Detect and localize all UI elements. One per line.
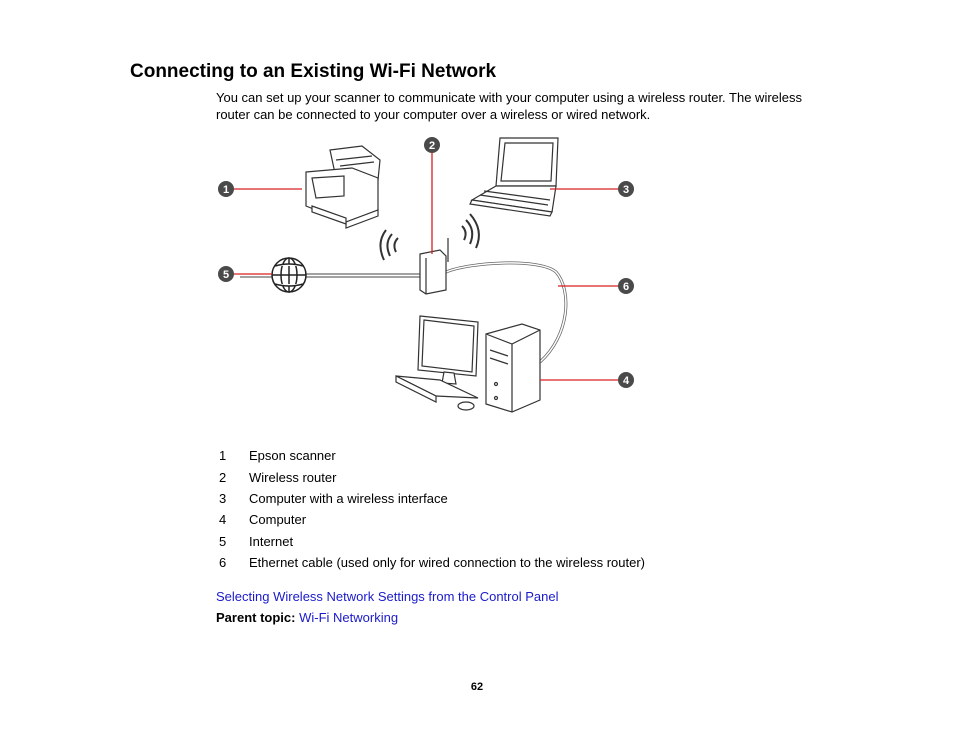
legend-label: Computer — [249, 512, 307, 527]
callout-2: 2 — [424, 137, 440, 153]
router-illustration — [419, 238, 449, 295]
callout-lines — [234, 153, 618, 381]
legend-label: Computer with a wireless interface — [249, 491, 448, 506]
callout-5: 5 — [218, 266, 234, 282]
wifi-waves-left — [379, 229, 399, 261]
callout-3: 3 — [618, 181, 634, 197]
svg-text:2: 2 — [429, 140, 435, 152]
parent-topic-link[interactable]: Wi-Fi Networking — [299, 610, 399, 625]
related-topic: Selecting Wireless Network Settings from… — [216, 589, 558, 604]
legend-number: 1 — [219, 448, 227, 463]
scanner-illustration — [305, 145, 381, 229]
parent-topic: Parent topic: Wi-Fi Networking — [216, 610, 398, 625]
page-title: Connecting to an Existing Wi-Fi Network — [130, 61, 497, 82]
callout-4: 4 — [618, 372, 634, 388]
legend-label: Wireless router — [249, 470, 337, 485]
legend-label: Epson scanner — [249, 448, 336, 463]
legend-number: 4 — [219, 512, 227, 527]
laptop-illustration — [469, 137, 559, 217]
svg-text:3: 3 — [623, 184, 629, 196]
legend-number: 5 — [219, 534, 227, 549]
legend-number: 2 — [219, 470, 227, 485]
legend-label: Internet — [249, 534, 294, 549]
legend-number: 6 — [219, 555, 227, 570]
intro-paragraph: You can set up your scanner to communica… — [216, 90, 803, 122]
callout-6: 6 — [618, 278, 634, 294]
page-number: 62 — [470, 681, 484, 693]
svg-text:1: 1 — [223, 184, 229, 196]
legend-number: 3 — [219, 491, 227, 506]
wifi-waves-right — [461, 213, 480, 249]
parent-topic-label: Parent topic: — [216, 610, 296, 625]
svg-text:6: 6 — [623, 281, 629, 293]
globe-icon — [271, 257, 307, 293]
legend-label: Ethernet cable (used only for wired conn… — [249, 555, 645, 570]
callout-1: 1 — [218, 181, 234, 197]
network-diagram: 1 2 3 4 5 6 — [218, 137, 634, 413]
related-topic-link[interactable]: Selecting Wireless Network Settings from… — [216, 589, 559, 604]
svg-text:5: 5 — [223, 269, 229, 281]
desktop-computer-illustration — [395, 315, 541, 413]
svg-text:4: 4 — [623, 375, 630, 387]
